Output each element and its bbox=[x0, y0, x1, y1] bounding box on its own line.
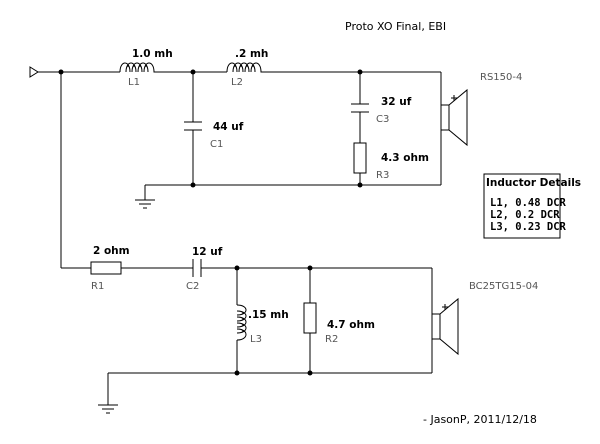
inductor-detail-line: L3, 0.23 DCR bbox=[490, 221, 567, 233]
R3-ref: R3 bbox=[376, 170, 389, 181]
R3-value: 4.3 ohm bbox=[381, 152, 429, 164]
R2-ref: R2 bbox=[325, 334, 338, 345]
R1-value: 2 ohm bbox=[93, 245, 130, 257]
L3-value: .15 mh bbox=[248, 309, 289, 321]
inductor-details-box: Inductor Details L1, 0.48 DCR L2, 0.2 DC… bbox=[483, 173, 581, 239]
C1-value: 44 uf bbox=[213, 121, 244, 133]
inductor-details-heading: Inductor Details bbox=[486, 177, 581, 189]
woofer-speaker-icon bbox=[440, 88, 468, 147]
R2-value: 4.7 ohm bbox=[327, 319, 375, 331]
tweeter-speaker-icon bbox=[431, 297, 459, 356]
R1-ref: R1 bbox=[91, 281, 104, 292]
inductor-L1 bbox=[119, 62, 159, 73]
inductor-L3 bbox=[236, 304, 247, 341]
input-terminal bbox=[29, 66, 120, 78]
inductor-detail-line: L1, 0.48 DCR bbox=[490, 197, 567, 209]
tweeter-model-label: BC25TG15-04 bbox=[469, 281, 538, 292]
C3-value: 32 uf bbox=[381, 96, 412, 108]
C3-ref: C3 bbox=[376, 114, 389, 125]
junction-dot bbox=[58, 69, 64, 75]
capacitor-C1 bbox=[184, 121, 202, 131]
L3-ref: L3 bbox=[250, 334, 262, 345]
resistor-R2 bbox=[303, 302, 317, 334]
junction-dot bbox=[190, 69, 196, 75]
junction-dot bbox=[234, 370, 240, 376]
L2-ref: L2 bbox=[231, 77, 243, 88]
C2-value: 12 uf bbox=[192, 246, 223, 258]
junction-dot bbox=[307, 265, 313, 271]
author-date-line: - JasonP, 2011/12/18 bbox=[423, 413, 537, 426]
junction-dot bbox=[307, 370, 313, 376]
junction-dot bbox=[357, 69, 363, 75]
C1-ref: C1 bbox=[210, 139, 223, 150]
C2-ref: C2 bbox=[186, 281, 199, 292]
schematic-title: Proto XO Final, EBI bbox=[345, 20, 446, 33]
woofer-model-label: RS150-4 bbox=[480, 72, 522, 83]
ground-symbol-bottom bbox=[98, 404, 118, 414]
resistor-R1 bbox=[90, 261, 122, 275]
resistor-R3 bbox=[353, 142, 367, 174]
L2-value: .2 mh bbox=[235, 48, 268, 60]
L1-ref: L1 bbox=[128, 77, 140, 88]
ground-symbol-top bbox=[135, 199, 155, 209]
junction-dot bbox=[234, 265, 240, 271]
junction-dot bbox=[357, 182, 363, 188]
L1-value: 1.0 mh bbox=[132, 48, 173, 60]
capacitor-C3 bbox=[351, 103, 369, 113]
inductor-detail-line: L2, 0.2 DCR bbox=[490, 209, 560, 221]
inductor-L2 bbox=[226, 62, 265, 73]
tweeter-branch-wiring bbox=[107, 267, 433, 405]
junction-dot bbox=[190, 182, 196, 188]
capacitor-C2 bbox=[192, 259, 202, 277]
